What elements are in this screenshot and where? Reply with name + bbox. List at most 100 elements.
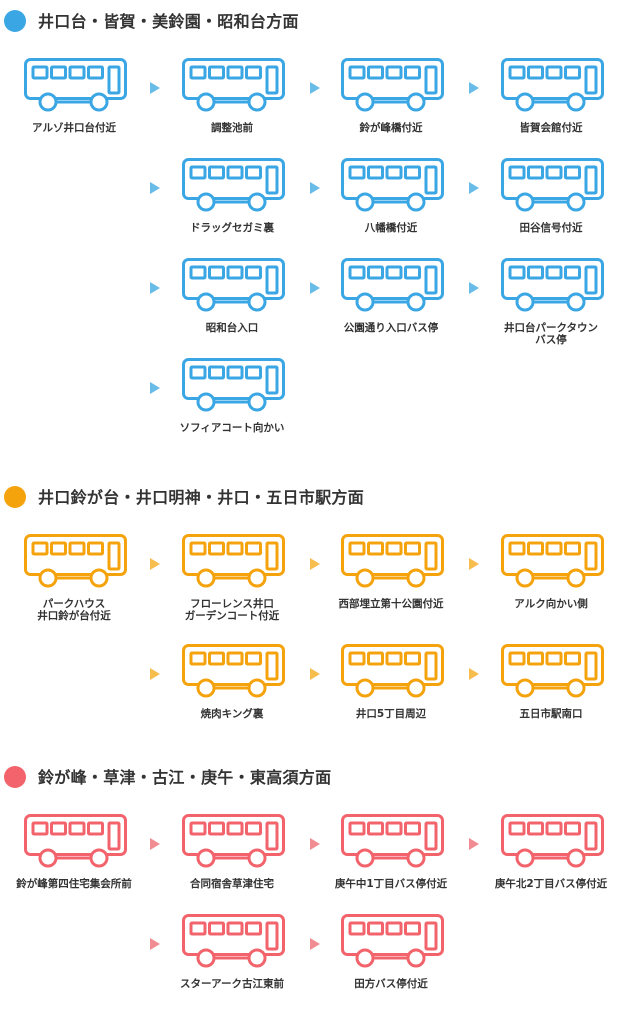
bus-icon bbox=[182, 158, 285, 212]
bus-stop-label: スターアーク古江東前 bbox=[180, 978, 284, 990]
bus-stop-label: 八幡橋付近 bbox=[364, 222, 418, 234]
bus-icon bbox=[24, 58, 127, 112]
arrow-right-icon bbox=[469, 838, 479, 850]
bus-icon bbox=[182, 534, 285, 588]
bus-stop: 鈴が峰第四住宅集会所前 bbox=[0, 814, 154, 909]
bus-stop: 皆賀会館付近 bbox=[471, 58, 620, 153]
section-header-1: 井口台・皆賀・美鈴園・昭和台方面 bbox=[4, 6, 604, 34]
bus-stop: 昭和台入口 bbox=[152, 258, 312, 353]
bus-stop-label: 鈴が峰第四住宅集会所前 bbox=[16, 878, 132, 890]
bus-stop-label: 井口台パークタウン バス停 bbox=[503, 322, 599, 346]
arrow-right-icon bbox=[150, 558, 160, 570]
bus-stop: ドラッグセガミ裏 bbox=[152, 158, 312, 253]
bus-stop: スターアーク古江東前 bbox=[152, 914, 312, 1009]
arrow-right-icon bbox=[469, 182, 479, 194]
bus-stop: 調整池前 bbox=[152, 58, 312, 153]
arrow-right-icon bbox=[310, 938, 320, 950]
bus-icon bbox=[341, 58, 444, 112]
bus-stop: 井口台パークタウン バス停 bbox=[471, 258, 620, 353]
bus-icon bbox=[182, 258, 285, 312]
bus-stop: 田谷信号付近 bbox=[471, 158, 620, 253]
bus-icon bbox=[341, 644, 444, 698]
bus-stop: ソフィアコート向かい bbox=[152, 358, 312, 453]
bus-stop-label: 昭和台入口 bbox=[205, 322, 259, 334]
arrow-right-icon bbox=[310, 82, 320, 94]
bus-icon bbox=[501, 58, 604, 112]
bus-stop: 庚午中1丁目バス停付近 bbox=[311, 814, 471, 909]
bus-stop-label: 鈴が峰橋付近 bbox=[359, 122, 423, 134]
bus-stop: 鈴が峰橋付近 bbox=[311, 58, 471, 153]
bus-stop-label: パークハウス 井口鈴が台付近 bbox=[37, 598, 111, 622]
arrow-right-icon bbox=[310, 182, 320, 194]
bus-stop: パークハウス 井口鈴が台付近 bbox=[0, 534, 154, 629]
bus-icon bbox=[24, 814, 127, 868]
bus-stop-label: ソフィアコート向かい bbox=[179, 422, 285, 434]
bus-stop: 八幡橋付近 bbox=[311, 158, 471, 253]
bus-stop-label: 西部埋立第十公園付近 bbox=[338, 598, 444, 610]
arrow-right-icon bbox=[469, 668, 479, 680]
arrow-right-icon bbox=[469, 82, 479, 94]
bus-stop: 焼肉キング裏 bbox=[152, 644, 312, 739]
bus-stop-label: フローレンス井口 ガーデンコート付近 bbox=[184, 598, 280, 622]
section-header-2: 井口鈴が台・井口明神・井口・五日市駅方面 bbox=[4, 482, 604, 510]
section-title: 鈴が峰・草津・古江・庚午・東高須方面 bbox=[38, 768, 332, 787]
arrow-right-icon bbox=[310, 282, 320, 294]
bus-stop-label: アルゾ井口台付近 bbox=[32, 122, 116, 134]
bus-icon bbox=[182, 644, 285, 698]
arrow-right-icon bbox=[150, 382, 160, 394]
bus-stop: 田方バス停付近 bbox=[311, 914, 471, 1009]
section-dot-icon bbox=[4, 486, 26, 508]
bus-stop-label: 調整池前 bbox=[211, 122, 253, 134]
bus-icon bbox=[341, 534, 444, 588]
bus-icon bbox=[24, 534, 127, 588]
bus-stop-label: 庚午中1丁目バス停付近 bbox=[334, 878, 448, 890]
bus-stop-label: 庚午北2丁目バス停付近 bbox=[494, 878, 608, 890]
bus-stop-label: 井口5丁目周辺 bbox=[355, 708, 427, 720]
bus-stop: 合同宿舎草津住宅 bbox=[152, 814, 312, 909]
bus-stop: フローレンス井口 ガーデンコート付近 bbox=[152, 534, 312, 629]
section-dot-icon bbox=[4, 766, 26, 788]
bus-stop-label: 五日市駅南口 bbox=[519, 708, 583, 720]
bus-icon bbox=[501, 644, 604, 698]
bus-stop: 五日市駅南口 bbox=[471, 644, 620, 739]
arrow-right-icon bbox=[469, 558, 479, 570]
bus-icon bbox=[341, 258, 444, 312]
arrow-right-icon bbox=[150, 938, 160, 950]
bus-icon bbox=[501, 258, 604, 312]
bus-icon bbox=[341, 914, 444, 968]
section-header-3: 鈴が峰・草津・古江・庚午・東高須方面 bbox=[4, 762, 604, 790]
arrow-right-icon bbox=[310, 668, 320, 680]
arrow-right-icon bbox=[150, 182, 160, 194]
arrow-right-icon bbox=[150, 282, 160, 294]
bus-stop-label: ドラッグセガミ裏 bbox=[190, 222, 274, 234]
arrow-right-icon bbox=[310, 558, 320, 570]
bus-stop-label: 皆賀会館付近 bbox=[519, 122, 583, 134]
section-title: 井口鈴が台・井口明神・井口・五日市駅方面 bbox=[38, 488, 365, 507]
arrow-right-icon bbox=[310, 838, 320, 850]
bus-icon bbox=[501, 814, 604, 868]
bus-icon bbox=[182, 914, 285, 968]
bus-stop-label: 田谷信号付近 bbox=[519, 222, 583, 234]
arrow-right-icon bbox=[469, 282, 479, 294]
bus-stop: アルゾ井口台付近 bbox=[0, 58, 154, 153]
bus-stop-label: 焼肉キング裏 bbox=[200, 708, 264, 720]
bus-stop: 公園通り入口バス停 bbox=[311, 258, 471, 353]
bus-stop: 井口5丁目周辺 bbox=[311, 644, 471, 739]
section-dot-icon bbox=[4, 10, 26, 32]
bus-icon bbox=[182, 58, 285, 112]
bus-stop-label: 公園通り入口バス停 bbox=[343, 322, 439, 334]
arrow-right-icon bbox=[150, 838, 160, 850]
bus-stop-label: 合同宿舎草津住宅 bbox=[190, 878, 274, 890]
bus-icon bbox=[341, 158, 444, 212]
arrow-right-icon bbox=[150, 668, 160, 680]
bus-stop: 西部埋立第十公園付近 bbox=[311, 534, 471, 629]
bus-stop-label: アルク向かい側 bbox=[514, 598, 588, 610]
section-title: 井口台・皆賀・美鈴園・昭和台方面 bbox=[38, 12, 299, 31]
bus-stop: アルク向かい側 bbox=[471, 534, 620, 629]
bus-icon bbox=[501, 158, 604, 212]
bus-icon bbox=[182, 814, 285, 868]
arrow-right-icon bbox=[150, 82, 160, 94]
bus-icon bbox=[182, 358, 285, 412]
bus-icon bbox=[501, 534, 604, 588]
bus-icon bbox=[341, 814, 444, 868]
